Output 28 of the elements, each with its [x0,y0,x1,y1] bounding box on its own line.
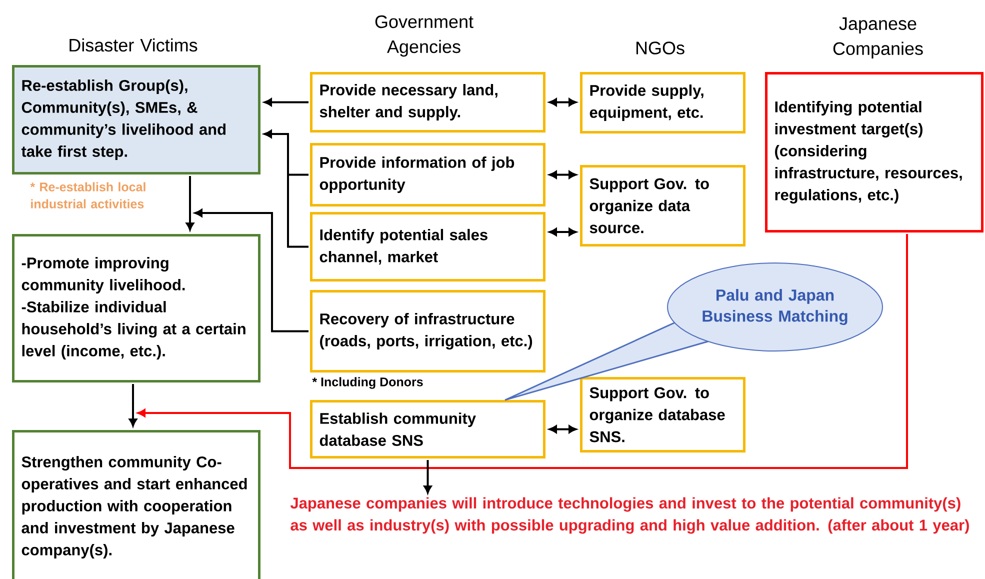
double-arrow [549,170,576,179]
arrow [186,176,194,230]
column-heading: NGOs [636,42,684,54]
process-box: Establish community database SNS [310,400,546,458]
process-box: Identify potential sales channel, market [310,212,546,282]
double-arrow [549,425,576,434]
process-box: Provide information of job opportunity [310,143,546,206]
process-box: Support Gov. to organize database SNS. [580,377,746,452]
double-arrow [549,98,576,106]
arrow [129,384,137,426]
arrow [264,98,308,106]
outcome-text: Japanese companies will introduce technologies and invest to the potential community(s) as well as industry(s) with possible upgrading and high value addition. (after about 1 year) [290,497,969,534]
column-heading: Government Agencies [375,15,474,57]
process-box: Provide supply, equipment, etc. [580,72,746,134]
arrow [138,234,908,469]
process-box: Identifying potential investment target(s) (considering infrastructure, resources, regulations, etc.) [765,72,984,232]
process-box: -Promote improving community livelihood. -Stabilize individual household’s living at a certain level (income, etc.). [12,234,260,382]
note-text: * Re-establish local industrial activities [30,182,146,208]
arrow [424,460,432,494]
arrow [264,130,308,248]
process-box: Re-establish Group(s), Community(s), SMEs, & community’s livelihood and take first step. [12,65,260,174]
double-arrow [549,228,576,236]
arrow [194,209,308,332]
footnote: * Including Donors [312,377,423,389]
process-box: Provide necessary land, shelter and supply. [310,72,546,132]
process-box: Recovery of infrastructure (roads, ports, irrigation, etc.) [310,290,546,372]
process-box: Strengthen community Co-operatives and start enhanced production with cooperation and investment by Japanese company(s). [12,430,260,579]
process-box: Support Gov. to organize data source. [580,165,746,246]
